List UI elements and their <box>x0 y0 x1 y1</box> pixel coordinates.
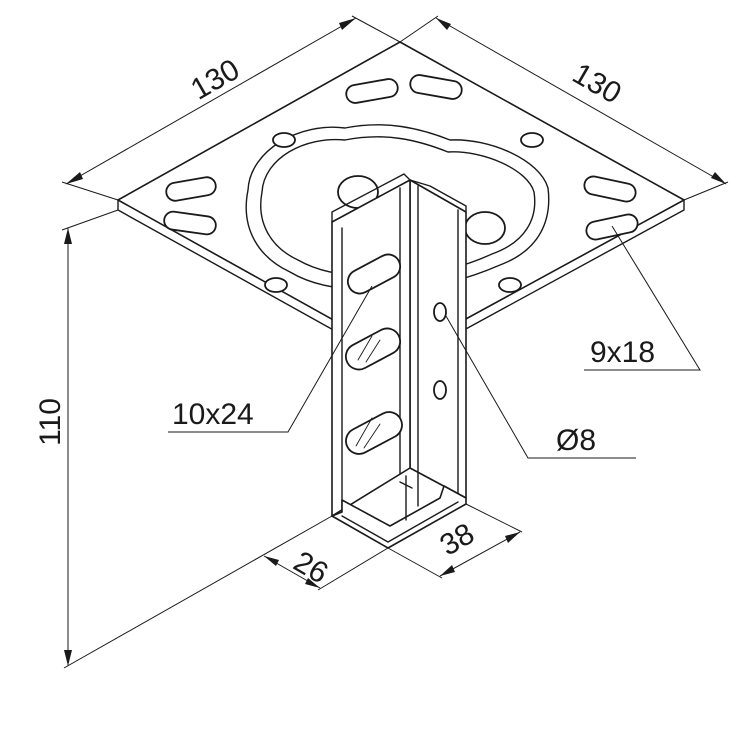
callout-hole-diameter: Ø8 <box>556 424 596 457</box>
leader-hole <box>445 315 636 459</box>
callout-profile-slot: 10x24 <box>172 398 254 431</box>
dim-width-left <box>61 15 401 201</box>
callout-plate-slot: 9x18 <box>590 336 655 369</box>
profile-slots <box>344 253 403 455</box>
dim-profile-width <box>263 547 389 591</box>
plate-slot <box>163 210 217 236</box>
leader-profile-slot <box>168 285 373 433</box>
profile-slot <box>344 327 402 371</box>
dim-label-width-right: 130 <box>567 57 627 111</box>
plate-slot <box>165 176 217 202</box>
dim-label-profile-width: 26 <box>288 545 333 590</box>
plate-slot <box>585 213 639 241</box>
dim-label-width-left: 130 <box>185 53 245 107</box>
dim-label-profile-depth: 38 <box>435 517 480 562</box>
dim-height <box>61 209 333 669</box>
dim-profile-depth <box>387 503 523 579</box>
plate-holes <box>264 132 544 293</box>
dim-label-height: 110 <box>34 398 67 446</box>
plate-slot <box>345 78 399 104</box>
dim-width-right <box>399 15 729 201</box>
plate-slot <box>583 175 637 203</box>
plate-slots <box>163 74 639 241</box>
leader-plate-slot <box>584 225 701 371</box>
plate-slot <box>409 74 463 100</box>
profile-holes <box>433 302 447 400</box>
profile-slot <box>346 253 402 295</box>
